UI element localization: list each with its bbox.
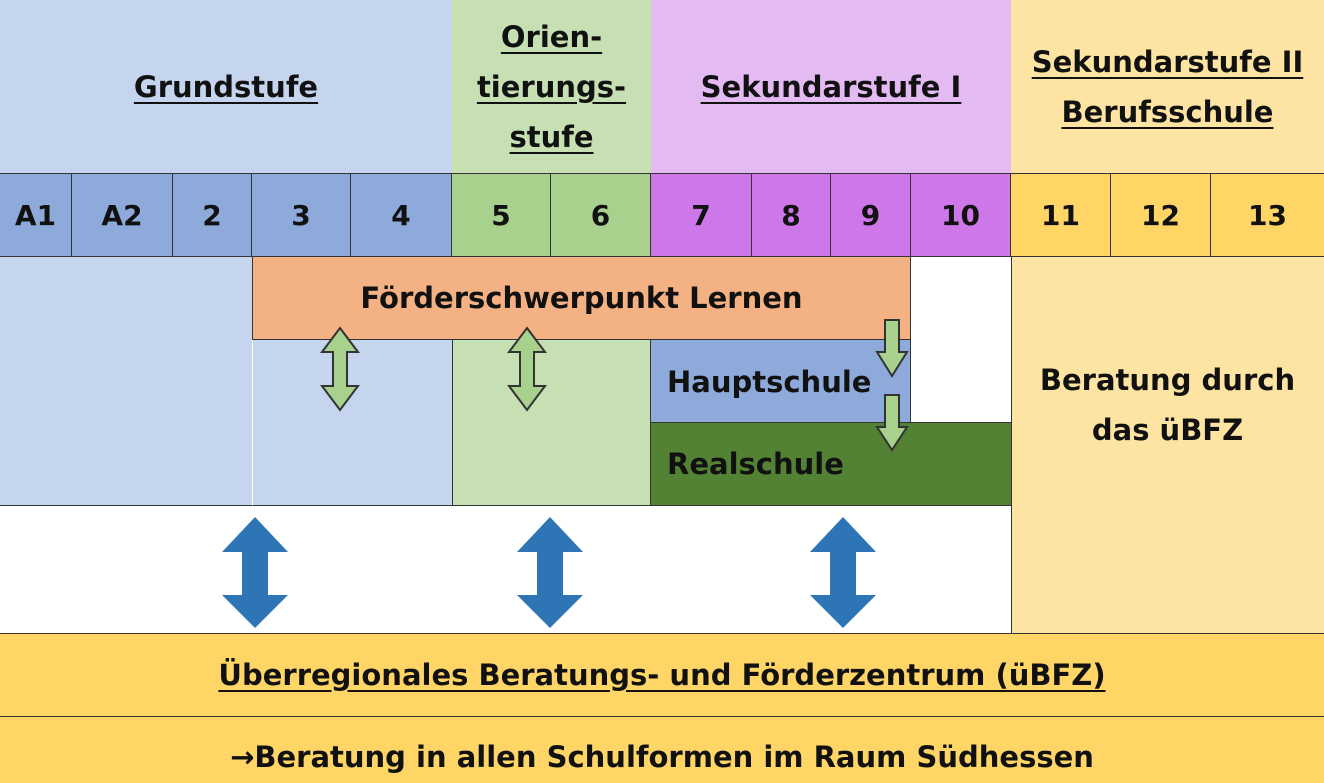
grade-7: 7 xyxy=(651,173,752,257)
stage-orientierungsstufe: Orien- tierungs- stufe xyxy=(452,0,651,174)
realschule-label: Realschule xyxy=(667,447,844,481)
hauptschule-block: Hauptschule xyxy=(651,340,911,423)
stage-orientierung-line1: Orien- xyxy=(500,20,603,54)
foerderschwerpunkt-lernen-label: Förderschwerpunkt Lernen xyxy=(360,281,803,315)
ubfz-title: Überregionales Beratungs- und Förderzent… xyxy=(218,658,1106,692)
stage-grundstufe: Grundstufe xyxy=(0,0,452,174)
stage-sekundarstufe-1: Sekundarstufe I xyxy=(651,0,1011,174)
blue-double-arrow-right xyxy=(810,517,876,628)
foerderschwerpunkt-lernen-block: Förderschwerpunkt Lernen xyxy=(252,257,911,340)
beratung-ubfz-block: Beratung durch das üBFZ xyxy=(1011,340,1324,470)
green-down-arrow-realschule xyxy=(875,394,909,452)
green-down-arrow-hauptschule xyxy=(875,319,909,378)
ubfz-subtitle-bar: →Beratung in allen Schulformen im Raum S… xyxy=(0,717,1324,783)
realschule-block: Realschule xyxy=(651,422,1011,506)
grade-3: 3 xyxy=(252,173,351,257)
green-double-arrow-grundstufe xyxy=(320,326,360,412)
blue-double-arrow-middle xyxy=(517,517,583,628)
stage-orientierung-line3: stufe xyxy=(509,120,594,154)
grade-13: 13 xyxy=(1211,173,1324,257)
grade-11: 11 xyxy=(1011,173,1111,257)
grade-5: 5 xyxy=(452,173,551,257)
stage-grundstufe-label: Grundstufe xyxy=(133,70,319,104)
ubfz-title-bar: Überregionales Beratungs- und Förderzent… xyxy=(0,633,1324,717)
stage-sekundarstufe-2: Sekundarstufe II Berufsschule xyxy=(1011,0,1324,174)
beratung-ubfz-line1: Beratung durch xyxy=(1039,363,1296,397)
beratung-ubfz-line2: das üBFZ xyxy=(1091,413,1244,447)
grade-2: 2 xyxy=(173,173,252,257)
blue-double-arrow-left xyxy=(222,517,288,628)
grade-8: 8 xyxy=(752,173,831,257)
stage-sek2-line1: Sekundarstufe II xyxy=(1031,45,1304,79)
grade-9: 9 xyxy=(831,173,911,257)
sek2-area xyxy=(1011,257,1324,634)
ubfz-subtitle: →Beratung in allen Schulformen im Raum S… xyxy=(230,740,1094,774)
grundstufe-area-left xyxy=(0,257,252,506)
stage-sek1-label: Sekundarstufe I xyxy=(700,70,962,104)
grade-10: 10 xyxy=(911,173,1011,257)
green-double-arrow-orientierung xyxy=(507,326,547,412)
hauptschule-label: Hauptschule xyxy=(667,364,872,399)
grade-12: 12 xyxy=(1111,173,1211,257)
stage-sek2-line2: Berufsschule xyxy=(1061,95,1274,129)
stage-orientierung-line2: tierungs- xyxy=(476,70,627,104)
grade-a1: A1 xyxy=(0,173,72,257)
grade-4: 4 xyxy=(351,173,452,257)
grade-a2: A2 xyxy=(72,173,173,257)
grade-6: 6 xyxy=(551,173,651,257)
